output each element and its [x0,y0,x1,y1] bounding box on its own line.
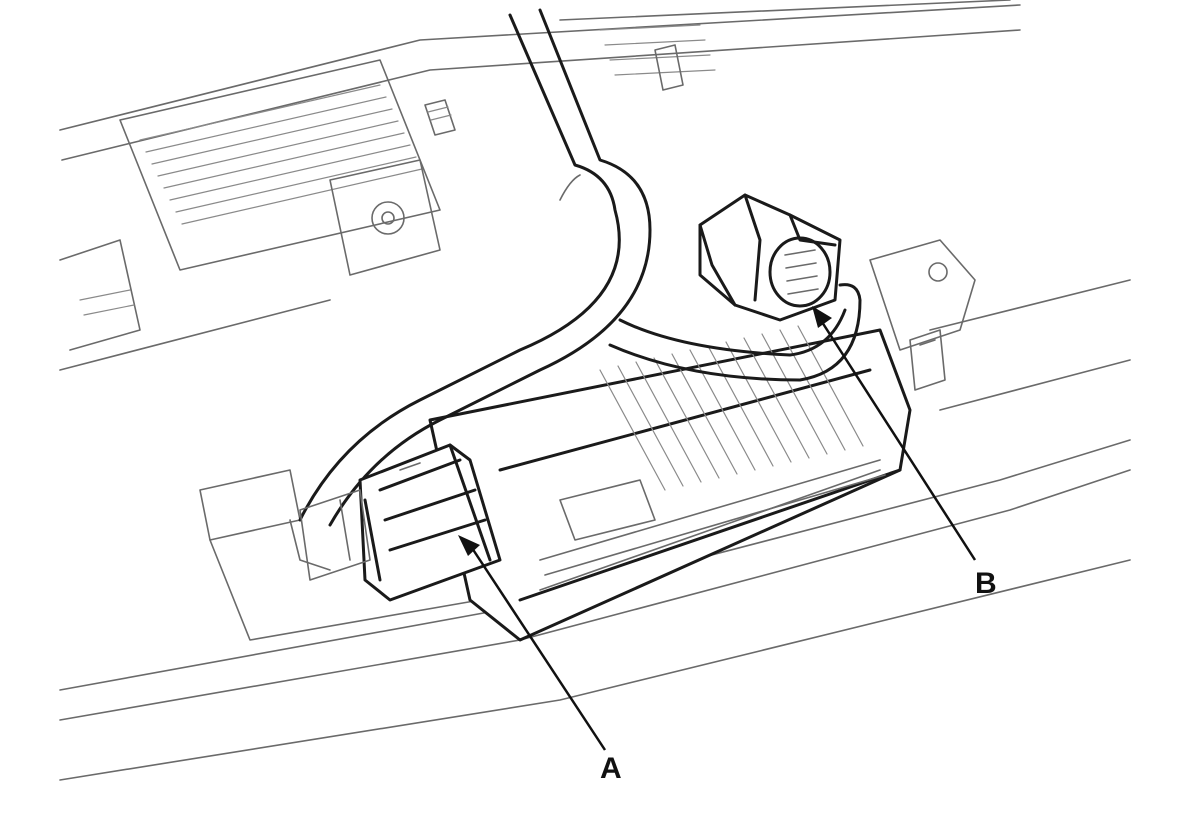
callout-label-b: B [975,567,997,600]
right-bracket [869,239,976,391]
connector-a [289,443,502,602]
connector-b [698,193,842,322]
upper-module [59,0,1011,351]
leader-line-b [812,306,977,561]
callout-label-a: A [600,752,622,785]
leader-line-a [458,535,607,751]
control-module [428,325,912,642]
